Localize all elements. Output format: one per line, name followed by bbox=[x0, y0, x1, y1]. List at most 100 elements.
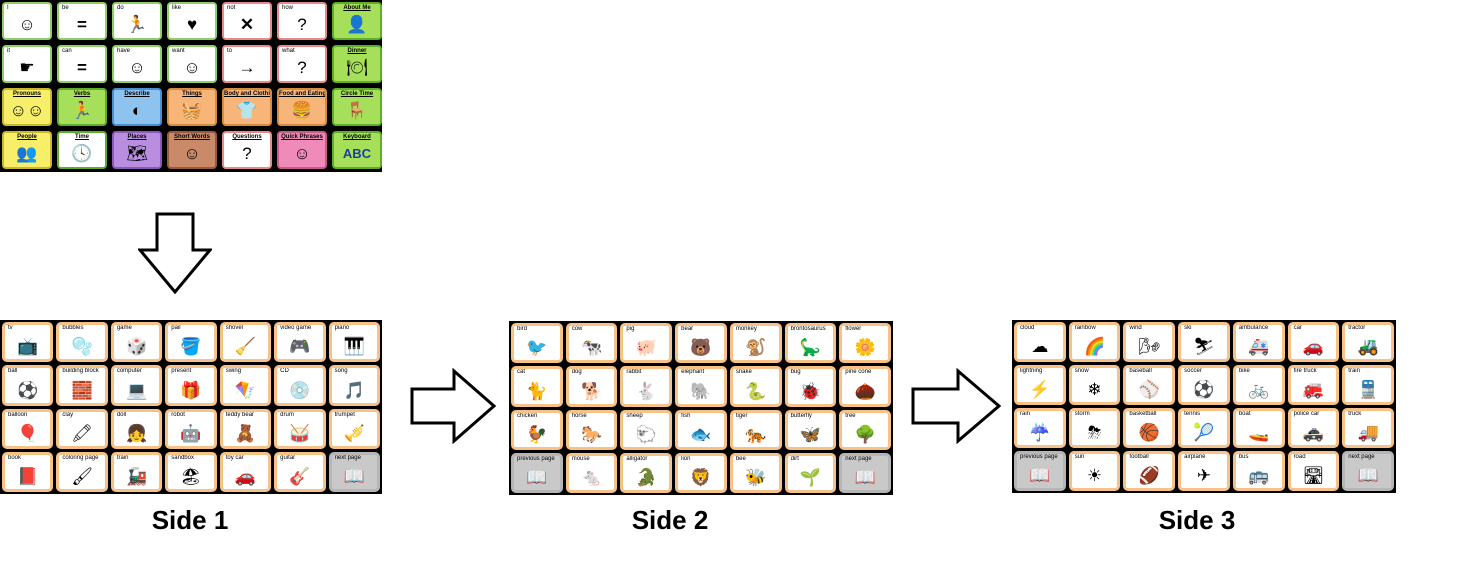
vocab-cell-present[interactable]: present🎁 bbox=[165, 365, 217, 406]
vocab-cell-butterfly[interactable]: butterfly🦋 bbox=[784, 409, 837, 450]
vocab-cell-bike[interactable]: bike🚲 bbox=[1232, 365, 1285, 405]
vocab-cell-baseball[interactable]: baseball⚾ bbox=[1123, 365, 1176, 405]
home-cell-about-me[interactable]: About Me👤 bbox=[332, 2, 382, 40]
home-cell-like[interactable]: like♥ bbox=[167, 2, 217, 40]
vocab-cell-tree[interactable]: tree🌳 bbox=[839, 409, 891, 450]
home-cell-verbs[interactable]: Verbs🏃 bbox=[57, 88, 107, 126]
next-page-button[interactable]: next page📖 bbox=[839, 452, 891, 493]
vocab-cell-fish[interactable]: fish🐟 bbox=[675, 409, 727, 450]
vocab-cell-pail[interactable]: pail🪣 bbox=[165, 322, 217, 363]
vocab-cell-cd[interactable]: CD💿 bbox=[274, 365, 326, 406]
vocab-cell-chicken[interactable]: chicken🐓 bbox=[511, 409, 563, 450]
vocab-cell-video-game[interactable]: video game🎮 bbox=[274, 322, 326, 363]
home-cell-describe[interactable]: Describe◐ bbox=[112, 88, 162, 126]
vocab-cell-computer[interactable]: computer💻 bbox=[110, 365, 163, 406]
vocab-cell-train[interactable]: train🚆 bbox=[1342, 365, 1394, 405]
vocab-cell-dog[interactable]: dog🐕 bbox=[565, 366, 618, 407]
vocab-cell-monkey[interactable]: monkey🐒 bbox=[729, 323, 782, 364]
next-page-button[interactable]: next page📖 bbox=[328, 451, 380, 492]
vocab-cell-rabbit[interactable]: rabbit🐇 bbox=[620, 366, 673, 407]
home-cell-have[interactable]: have☺ bbox=[112, 45, 162, 83]
vocab-cell-boat[interactable]: boat🚤 bbox=[1232, 408, 1285, 448]
home-cell-things[interactable]: Things🧺 bbox=[167, 88, 217, 126]
vocab-cell-soccer[interactable]: soccer⚽ bbox=[1178, 365, 1230, 405]
home-cell-be[interactable]: be= bbox=[57, 2, 107, 40]
vocab-cell-piano[interactable]: piano🎹 bbox=[328, 322, 380, 363]
home-cell-questions[interactable]: Questions? bbox=[222, 131, 272, 169]
home-cell-what[interactable]: what? bbox=[277, 45, 327, 83]
vocab-cell-teddy-bear[interactable]: teddy bear🧸 bbox=[219, 408, 272, 449]
vocab-cell-airplane[interactable]: airplane✈ bbox=[1178, 451, 1230, 491]
home-cell-to[interactable]: to→ bbox=[222, 45, 272, 83]
home-cell-people[interactable]: People👥 bbox=[2, 131, 52, 169]
vocab-cell-truck[interactable]: truck🚚 bbox=[1342, 408, 1394, 448]
home-cell-short-words[interactable]: Short Words☺ bbox=[167, 131, 217, 169]
vocab-cell-bug[interactable]: bug🐞 bbox=[784, 366, 837, 407]
vocab-cell-ball[interactable]: ball⚽ bbox=[2, 365, 54, 406]
vocab-cell-robot[interactable]: robot🤖 bbox=[165, 408, 217, 449]
vocab-cell-basketball[interactable]: basketball🏀 bbox=[1123, 408, 1176, 448]
vocab-cell-song[interactable]: song🎵 bbox=[328, 365, 380, 406]
home-cell-quick-phrases[interactable]: Quick Phrases☺ bbox=[277, 131, 327, 169]
vocab-cell-swing[interactable]: swing🪁 bbox=[219, 365, 272, 406]
home-cell-not[interactable]: not✕ bbox=[222, 2, 272, 40]
vocab-cell-trumpet[interactable]: trumpet🎺 bbox=[328, 408, 380, 449]
vocab-cell-police-car[interactable]: police car🚓 bbox=[1287, 408, 1340, 448]
vocab-cell-game[interactable]: game🎲 bbox=[110, 322, 163, 363]
home-cell-want[interactable]: want☺ bbox=[167, 45, 217, 83]
vocab-cell-horse[interactable]: horse🐎 bbox=[565, 409, 618, 450]
vocab-cell-brontosaurus[interactable]: brontosaurus🦕 bbox=[784, 323, 837, 364]
vocab-cell-balloon[interactable]: balloon🎈 bbox=[2, 408, 54, 449]
home-cell-i[interactable]: I☺ bbox=[2, 2, 52, 40]
home-cell-pronouns[interactable]: Pronouns☺☺ bbox=[2, 88, 52, 126]
vocab-cell-lightning[interactable]: lightning⚡ bbox=[1014, 365, 1066, 405]
vocab-cell-football[interactable]: football🏈 bbox=[1123, 451, 1176, 491]
vocab-cell-tv[interactable]: tv📺 bbox=[2, 322, 54, 363]
home-cell-dinner[interactable]: Dinner🍽 bbox=[332, 45, 382, 83]
vocab-cell-snow[interactable]: snow❄ bbox=[1068, 365, 1121, 405]
vocab-cell-tiger[interactable]: tiger🐅 bbox=[729, 409, 782, 450]
vocab-cell-storm[interactable]: storm⛈ bbox=[1068, 408, 1121, 448]
vocab-cell-cat[interactable]: cat🐈 bbox=[511, 366, 563, 407]
vocab-cell-pine-cone[interactable]: pine cone🌰 bbox=[839, 366, 891, 407]
home-cell-it[interactable]: it☛ bbox=[2, 45, 52, 83]
vocab-cell-book[interactable]: book📕 bbox=[2, 451, 54, 492]
previous-page-button[interactable]: previous page📖 bbox=[511, 452, 563, 493]
vocab-cell-coloring-page[interactable]: coloring page🖌 bbox=[56, 451, 108, 492]
vocab-cell-pig[interactable]: pig🐖 bbox=[620, 323, 673, 364]
home-cell-do[interactable]: do🏃 bbox=[112, 2, 162, 40]
vocab-cell-cloud[interactable]: cloud☁ bbox=[1014, 322, 1066, 362]
home-cell-body-and-clothing[interactable]: Body and Clothing👕 bbox=[222, 88, 272, 126]
vocab-cell-guitar[interactable]: guitar🎸 bbox=[274, 451, 326, 492]
next-page-button[interactable]: next page📖 bbox=[1342, 451, 1394, 491]
vocab-cell-toy-car[interactable]: toy car🚗 bbox=[219, 451, 272, 492]
previous-page-button[interactable]: previous page📖 bbox=[1014, 451, 1066, 491]
vocab-cell-doll[interactable]: doll👧 bbox=[110, 408, 163, 449]
vocab-cell-tractor[interactable]: tractor🚜 bbox=[1342, 322, 1394, 362]
vocab-cell-bus[interactable]: bus🚌 bbox=[1232, 451, 1285, 491]
vocab-cell-lion[interactable]: lion🦁 bbox=[675, 452, 727, 493]
home-cell-food-and-eating[interactable]: Food and Eating🍔 bbox=[277, 88, 327, 126]
vocab-cell-shovel[interactable]: shovel🧹 bbox=[219, 322, 272, 363]
vocab-cell-sandbox[interactable]: sandbox🏖 bbox=[165, 451, 217, 492]
vocab-cell-building-block[interactable]: building block🧱 bbox=[56, 365, 108, 406]
home-cell-places[interactable]: Places🗺 bbox=[112, 131, 162, 169]
vocab-cell-bear[interactable]: bear🐻 bbox=[675, 323, 727, 364]
vocab-cell-flower[interactable]: flower🌼 bbox=[839, 323, 891, 364]
vocab-cell-mouse[interactable]: mouse🐁 bbox=[565, 452, 618, 493]
vocab-cell-car[interactable]: car🚗 bbox=[1287, 322, 1340, 362]
vocab-cell-alligator[interactable]: alligator🐊 bbox=[620, 452, 673, 493]
vocab-cell-rainbow[interactable]: rainbow🌈 bbox=[1068, 322, 1121, 362]
vocab-cell-ambulance[interactable]: ambulance🚑 bbox=[1232, 322, 1285, 362]
vocab-cell-drum[interactable]: drum🥁 bbox=[274, 408, 326, 449]
home-cell-time[interactable]: Time🕓 bbox=[57, 131, 107, 169]
vocab-cell-tennis[interactable]: tennis🎾 bbox=[1178, 408, 1230, 448]
vocab-cell-bee[interactable]: bee🐝 bbox=[729, 452, 782, 493]
vocab-cell-fire-truck[interactable]: fire truck🚒 bbox=[1287, 365, 1340, 405]
home-cell-can[interactable]: can= bbox=[57, 45, 107, 83]
home-cell-circle-time[interactable]: Circle Time🪑 bbox=[332, 88, 382, 126]
vocab-cell-sun[interactable]: sun☀ bbox=[1068, 451, 1121, 491]
vocab-cell-bird[interactable]: bird🐦 bbox=[511, 323, 563, 364]
vocab-cell-bubbles[interactable]: bubbles🫧 bbox=[56, 322, 108, 363]
vocab-cell-cow[interactable]: cow🐄 bbox=[565, 323, 618, 364]
